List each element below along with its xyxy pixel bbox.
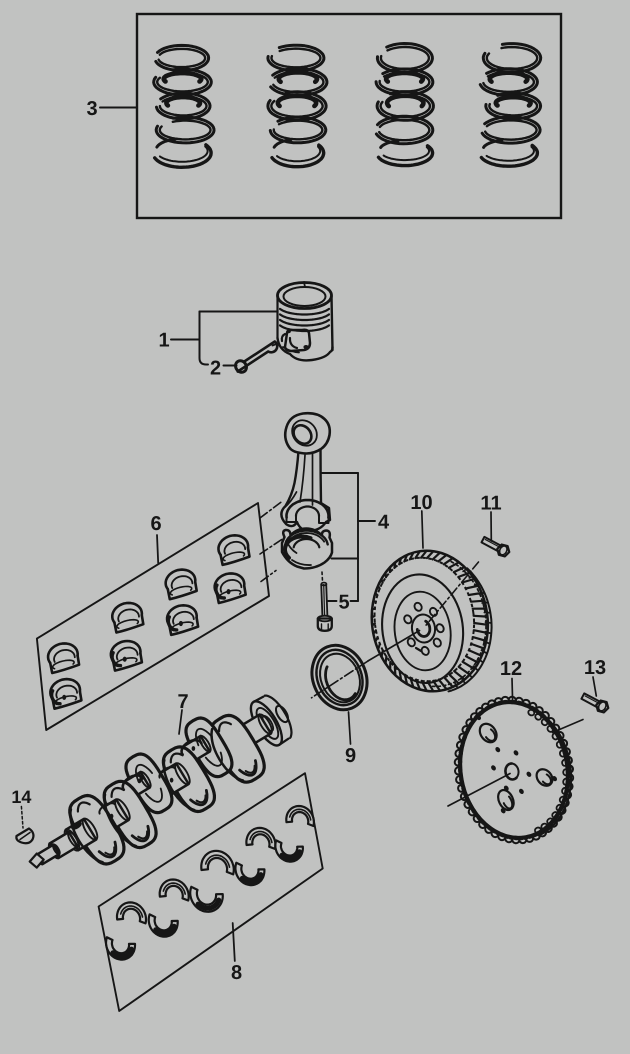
svg-text:12: 12: [500, 658, 522, 680]
svg-text:2: 2: [210, 358, 221, 380]
svg-text:5: 5: [338, 592, 349, 614]
svg-text:6: 6: [150, 513, 161, 535]
svg-text:1: 1: [158, 330, 169, 352]
svg-text:9: 9: [345, 745, 356, 767]
svg-text:7: 7: [177, 691, 188, 713]
svg-text:11: 11: [480, 493, 501, 515]
svg-text:14: 14: [11, 787, 31, 807]
svg-text:13: 13: [584, 657, 606, 679]
svg-text:10: 10: [410, 492, 432, 514]
svg-text:8: 8: [231, 962, 242, 984]
svg-text:3: 3: [86, 98, 97, 120]
svg-text:4: 4: [378, 512, 390, 534]
